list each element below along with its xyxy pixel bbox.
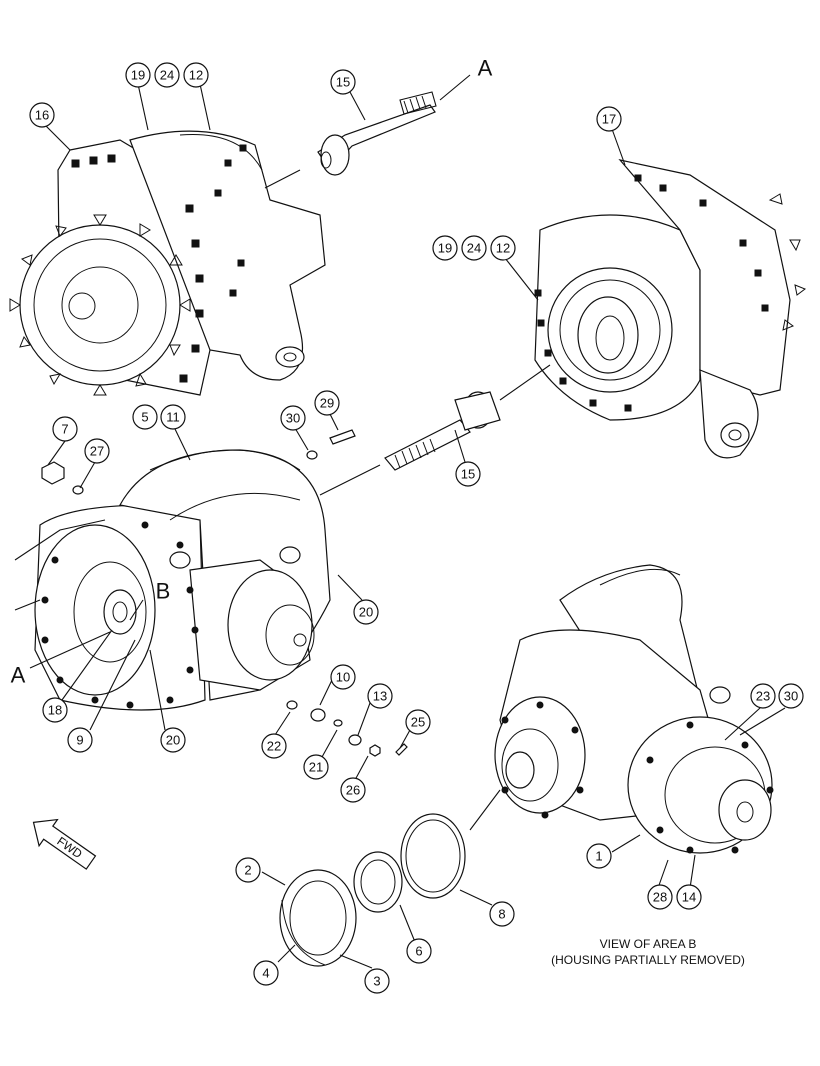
callout-16: 16: [29, 102, 55, 128]
shaft-middle: [319, 364, 551, 496]
callout-22: 22: [261, 733, 287, 759]
callout-10: 10: [330, 664, 356, 690]
callout-9: 9: [67, 727, 93, 753]
callout-19a: 19: [125, 62, 151, 88]
callout-label: 7: [61, 422, 68, 437]
caption-line-1: VIEW OF AREA B: [600, 937, 697, 951]
leader-lines: [29, 83, 786, 969]
callout-label: 4: [262, 966, 269, 981]
callout-label: 9: [76, 733, 83, 748]
callout-14: 14: [676, 884, 702, 910]
forward-direction-arrow: FWD: [32, 818, 97, 870]
axle-housing-left: [14, 449, 331, 711]
callout-label: 8: [498, 907, 505, 922]
callout-15a: 15: [330, 69, 356, 95]
callout-label: 22: [267, 739, 281, 754]
callout-label: 30: [286, 411, 300, 426]
callout-30b: 30: [778, 683, 804, 709]
callout-7: 7: [52, 416, 78, 442]
callout-21: 21: [303, 754, 329, 780]
callout-20b: 20: [160, 727, 186, 753]
callout-8: 8: [489, 901, 515, 927]
callout-label: 19: [438, 241, 452, 256]
callout-3: 3: [364, 968, 390, 994]
callout-19b: 19: [432, 235, 458, 261]
callout-label: 11: [166, 410, 180, 425]
callout-label: 16: [35, 108, 49, 123]
area-b-housing: [469, 564, 774, 854]
reference-letter-b: B: [156, 579, 171, 604]
callout-2: 2: [235, 857, 261, 883]
callout-24b: 24: [461, 235, 487, 261]
callout-17: 17: [596, 106, 622, 132]
callout-18: 18: [42, 697, 68, 723]
reference-letter-a-top: A: [478, 56, 493, 81]
callout-12a: 12: [183, 62, 209, 88]
callout-12b: 12: [490, 235, 516, 261]
callout-label: 21: [309, 760, 323, 775]
callout-26: 26: [340, 777, 366, 803]
shaft-top: [264, 74, 471, 189]
callout-label: 10: [336, 670, 350, 685]
callout-label: 20: [359, 605, 373, 620]
callout-label: 3: [373, 974, 380, 989]
callout-label: 15: [336, 75, 350, 90]
final-drive-right: [534, 159, 807, 459]
seal-bearing-set: [279, 813, 466, 967]
callout-label: 24: [160, 68, 174, 83]
callout-label: 29: [320, 396, 334, 411]
callout-6: 6: [406, 938, 432, 964]
callout-5: 5: [132, 404, 158, 430]
callout-23: 23: [750, 683, 776, 709]
callout-30a: 30: [280, 405, 306, 431]
callout-4: 4: [253, 960, 279, 986]
callout-24a: 24: [154, 62, 180, 88]
callout-label: 27: [90, 444, 104, 459]
callout-29: 29: [314, 390, 340, 416]
callout-13: 13: [367, 683, 393, 709]
callout-label: 24: [467, 241, 481, 256]
callout-label: 23: [756, 689, 770, 704]
callout-27: 27: [84, 438, 110, 464]
callout-label: 5: [141, 410, 148, 425]
callout-15b: 15: [455, 461, 481, 487]
callout-label: 19: [131, 68, 145, 83]
callout-label: 30: [784, 689, 798, 704]
callout-label: 20: [166, 733, 180, 748]
callout-label: 18: [48, 703, 62, 718]
callout-label: 28: [653, 890, 667, 905]
callout-11: 11: [160, 404, 186, 430]
callout-label: 25: [411, 715, 425, 730]
callout-label: 17: [602, 112, 616, 127]
loose-parts: [41, 429, 408, 757]
callout-label: 12: [189, 68, 203, 83]
callout-25: 25: [405, 709, 431, 735]
callout-label: 13: [373, 689, 387, 704]
callout-20a: 20: [353, 599, 379, 625]
callout-label: 15: [461, 467, 475, 482]
callout-label: 1: [595, 849, 602, 864]
callout-28: 28: [647, 884, 673, 910]
final-drive-left: [9, 130, 326, 396]
callout-label: 12: [496, 241, 510, 256]
caption-line-2: (HOUSING PARTIALLY REMOVED): [551, 953, 745, 967]
callout-label: 26: [346, 783, 360, 798]
callout-label: 6: [415, 944, 422, 959]
reference-letter-a-left: A: [11, 663, 26, 688]
callout-label: 14: [682, 890, 696, 905]
callout-label: 2: [244, 863, 251, 878]
callout-1: 1: [586, 843, 612, 869]
